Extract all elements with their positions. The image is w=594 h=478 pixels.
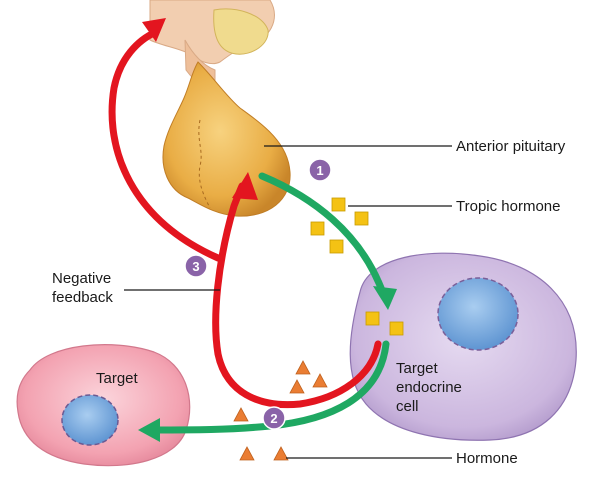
orange-triangle-icon bbox=[239, 446, 255, 461]
anterior-pituitary bbox=[162, 61, 291, 217]
tropic-hormone-arrowhead bbox=[373, 286, 397, 310]
feedback-arrowhead-hypothalamus bbox=[142, 18, 166, 42]
step-badge-1: 1 bbox=[308, 158, 332, 182]
yellow-square-icon bbox=[389, 321, 404, 336]
svg-text:1: 1 bbox=[316, 163, 323, 178]
target-cell-nucleus bbox=[61, 394, 119, 446]
target-cell-label: Target bbox=[96, 370, 139, 387]
orange-triangle-icon bbox=[233, 407, 249, 422]
endocrine-cell-nucleus bbox=[437, 277, 519, 351]
yellow-square-icon bbox=[310, 221, 325, 236]
hormone-label: Hormone bbox=[456, 450, 518, 467]
orange-triangle-icon bbox=[289, 379, 305, 394]
anterior-pituitary-label: Anterior pituitary bbox=[456, 138, 566, 155]
tropic-hormone-arrow bbox=[258, 172, 388, 300]
target-cell bbox=[16, 344, 191, 467]
yellow-square-icon bbox=[354, 211, 369, 226]
svg-text:2: 2 bbox=[270, 411, 277, 426]
negative-feedback-arrowhead bbox=[232, 172, 258, 200]
target-endocrine-label-line2: endocrine bbox=[396, 379, 462, 396]
orange-triangle-icon bbox=[273, 446, 289, 461]
tropic-hormone-label: Tropic hormone bbox=[456, 198, 561, 215]
orange-triangle-icon bbox=[312, 373, 328, 388]
target-endocrine-label-line1: Target bbox=[396, 360, 439, 377]
yellow-square-icon bbox=[331, 197, 346, 212]
target-endocrine-cell bbox=[349, 252, 577, 441]
hormone-triangles bbox=[233, 360, 328, 461]
negative-feedback-label-line2: feedback bbox=[52, 289, 113, 306]
negative-feedback-label-line1: Negative bbox=[52, 270, 111, 287]
yellow-square-icon bbox=[365, 311, 380, 326]
orange-triangle-icon bbox=[295, 360, 311, 375]
svg-text:3: 3 bbox=[192, 259, 199, 274]
step-badge-2: 2 bbox=[262, 406, 286, 430]
step-badge-3: 3 bbox=[184, 254, 208, 278]
negative-feedback-arrow bbox=[212, 182, 382, 409]
hormone-arrowhead bbox=[138, 418, 160, 442]
tropic-hormone-squares bbox=[310, 197, 404, 336]
yellow-square-icon bbox=[329, 239, 344, 254]
feedback-arrow-to-hypothalamus bbox=[108, 28, 222, 262]
target-endocrine-label-line3: cell bbox=[396, 398, 419, 415]
